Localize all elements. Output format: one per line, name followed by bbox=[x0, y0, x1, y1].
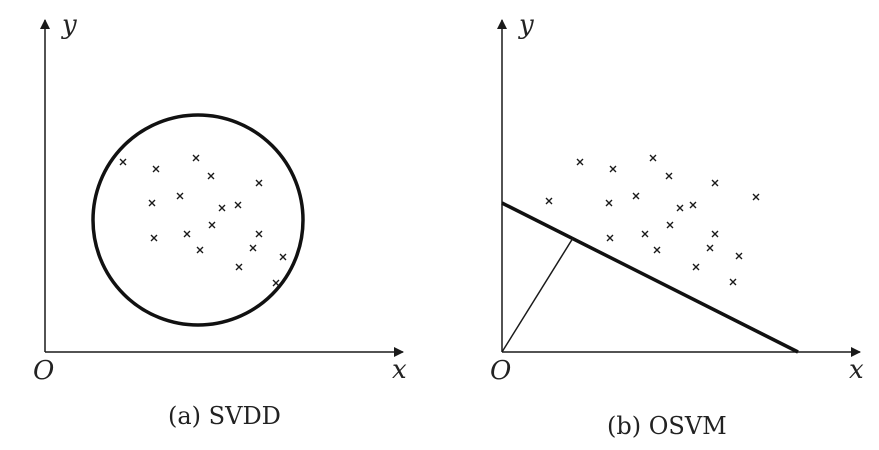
point-marker bbox=[148, 199, 156, 207]
point-marker bbox=[711, 179, 719, 187]
point-marker bbox=[605, 199, 613, 207]
point-marker bbox=[666, 221, 674, 229]
point-marker bbox=[609, 165, 617, 173]
point-marker bbox=[649, 154, 657, 162]
data-points bbox=[545, 154, 760, 286]
point-marker bbox=[119, 158, 127, 166]
point-marker bbox=[196, 246, 204, 254]
point-marker bbox=[735, 252, 743, 260]
margin-normal-line bbox=[501, 237, 574, 353]
svdd-hypersphere bbox=[91, 113, 305, 327]
point-marker bbox=[729, 278, 737, 286]
point-marker bbox=[632, 192, 640, 200]
point-marker bbox=[279, 253, 287, 261]
point-marker bbox=[255, 179, 263, 187]
point-marker bbox=[176, 192, 184, 200]
point-marker bbox=[665, 172, 673, 180]
caption-osvm: (b) OSVM bbox=[607, 412, 727, 440]
point-marker bbox=[545, 197, 553, 205]
panel-svdd: O x y bbox=[33, 10, 407, 386]
point-marker bbox=[249, 244, 257, 252]
point-marker bbox=[208, 221, 216, 229]
point-marker bbox=[653, 246, 661, 254]
point-marker bbox=[234, 201, 242, 209]
point-marker bbox=[272, 279, 280, 287]
y-axis-label: y bbox=[518, 10, 534, 40]
point-marker bbox=[692, 263, 700, 271]
panel-osvm: O x y bbox=[490, 10, 864, 386]
point-marker bbox=[183, 230, 191, 238]
point-marker bbox=[207, 172, 215, 180]
x-axis-label: x bbox=[392, 355, 407, 385]
separating-hyperplane bbox=[501, 201, 799, 354]
origin-label: O bbox=[490, 356, 511, 386]
point-marker bbox=[218, 204, 226, 212]
point-marker bbox=[255, 230, 263, 238]
caption-svdd: (a) SVDD bbox=[168, 402, 281, 430]
data-points bbox=[119, 154, 287, 287]
point-marker bbox=[606, 234, 614, 242]
point-marker bbox=[192, 154, 200, 162]
point-marker bbox=[706, 244, 714, 252]
y-axis-label: y bbox=[61, 10, 77, 40]
x-axis-label: x bbox=[849, 355, 864, 385]
point-marker bbox=[235, 263, 243, 271]
point-marker bbox=[641, 230, 649, 238]
point-marker bbox=[752, 193, 760, 201]
point-marker bbox=[576, 158, 584, 166]
point-marker bbox=[152, 165, 160, 173]
point-marker bbox=[711, 230, 719, 238]
point-marker bbox=[689, 201, 697, 209]
point-marker bbox=[676, 204, 684, 212]
origin-label: O bbox=[33, 356, 54, 386]
point-marker bbox=[150, 234, 158, 242]
